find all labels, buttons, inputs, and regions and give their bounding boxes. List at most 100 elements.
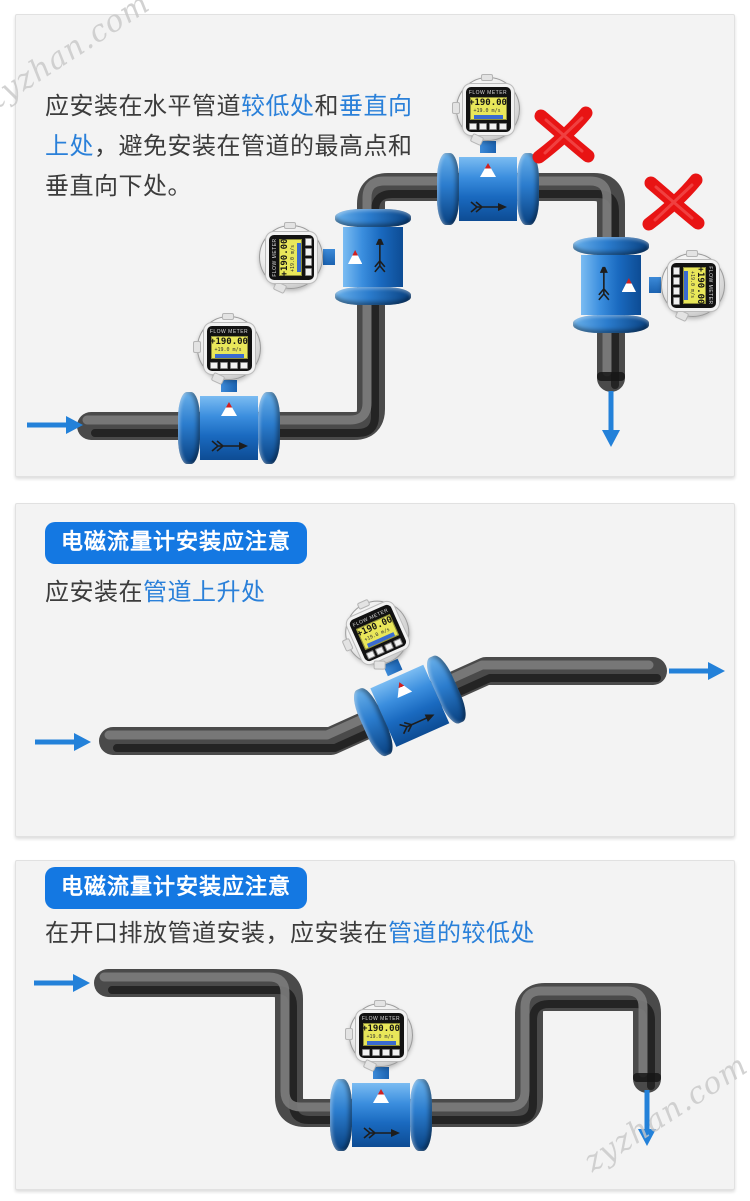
meter-tab xyxy=(345,1028,353,1040)
warning-triangle-icon xyxy=(392,679,412,698)
meter-body xyxy=(573,237,649,333)
meter-lcd: +190.00 +19.0 m/s xyxy=(682,266,706,304)
meter-display-head: FLOW METER +190.00 +19.0 m/s xyxy=(259,222,323,295)
meter-buttons xyxy=(362,1048,400,1056)
pipe-diagram xyxy=(77,173,625,440)
notice-badge: 电磁流量计安装应注意 xyxy=(45,522,308,564)
meter-tab xyxy=(374,1000,386,1007)
flow-out-arrow-icon xyxy=(602,391,620,447)
flow-out-arrow-icon xyxy=(638,1090,656,1146)
meter-brand-label: FLOW METER xyxy=(706,265,713,305)
flow-direction-arrow-icon xyxy=(598,267,610,301)
meter-tube xyxy=(459,157,517,221)
meter-body xyxy=(348,652,472,760)
meter-flange xyxy=(573,315,649,333)
meter-brand-label: FLOW METER xyxy=(361,1015,401,1022)
meter-face: FLOW METER +190.00 +19.0 m/s xyxy=(206,325,252,371)
lcd-subreading: +19.0 m/s xyxy=(214,346,242,353)
meter-neck xyxy=(323,249,335,265)
meter-brand-label: FLOW METER xyxy=(468,89,508,96)
meter-tab xyxy=(452,102,460,114)
meter-flange xyxy=(258,392,280,464)
lcd-strip xyxy=(473,114,503,119)
meter-display-head: FLOW METER +190.00 +19.0 m/s xyxy=(661,250,725,323)
lcd-strip xyxy=(683,270,688,300)
flow-out-arrow-icon xyxy=(669,662,725,680)
lcd-reading: +190.00 xyxy=(469,97,507,108)
lcd-subreading: +19.0 m/s xyxy=(688,270,695,298)
lcd-strip xyxy=(296,242,301,272)
wrong-x-icon xyxy=(532,106,595,164)
flow-meter-highest-point: FLOW METER +190.00 +19.0 m/s xyxy=(437,74,539,225)
meter-lcd: +190.00 +19.0 m/s xyxy=(210,335,248,359)
meter-tab xyxy=(284,222,296,229)
meter-face: FLOW METER +190.00 +19.0 m/s xyxy=(465,86,511,132)
panel-horizontal-install: 应安装在水平管道较低处和垂直向 上处，避免安装在管道的最高点和 垂直向下处。 F… xyxy=(15,14,735,477)
instruction-subtitle: 应安装在管道上升处 xyxy=(45,579,266,606)
lcd-reading: +190.00 xyxy=(279,238,290,276)
lcd-strip xyxy=(366,1040,396,1045)
meter-face: FLOW METER +190.00 +19.0 m/s xyxy=(268,234,314,280)
lcd-subreading: +19.0 m/s xyxy=(289,244,296,272)
meter-tab xyxy=(373,660,386,670)
meter-tab xyxy=(686,250,698,257)
meter-neck xyxy=(373,1067,389,1079)
meter-lcd: +190.00 +19.0 m/s xyxy=(362,1022,400,1046)
meter-face: FLOW METER +190.00 +19.0 m/s xyxy=(347,603,407,663)
warning-triangle-icon xyxy=(348,250,363,264)
flow-meter-low-section: FLOW METER +190.00 +19.0 m/s xyxy=(330,1000,432,1151)
meter-display-head: FLOW METER +190.00 +19.0 m/s xyxy=(452,74,520,147)
meter-tab xyxy=(222,313,234,320)
meter-tab xyxy=(481,74,493,81)
lcd-strip xyxy=(214,353,244,358)
paragraph-line: 应安装在水平管道较低处和垂直向 xyxy=(45,93,413,120)
meter-flange xyxy=(517,153,539,225)
meter-tube xyxy=(343,227,403,287)
meter-body xyxy=(330,1079,432,1151)
pipe-diagram xyxy=(94,969,661,1127)
pipe-open-end xyxy=(633,1073,661,1082)
meter-display-head: FLOW METER +190.00 +19.0 m/s xyxy=(193,313,261,386)
flow-in-arrow-icon xyxy=(35,733,91,751)
meter-buttons xyxy=(672,266,680,304)
meter-tab xyxy=(674,308,690,323)
paragraph-line: 上处，避免安装在管道的最高点和 xyxy=(45,133,413,160)
warning-triangle-icon xyxy=(221,402,237,416)
meter-buttons xyxy=(469,122,507,130)
meter-body xyxy=(178,392,280,464)
instruction-paragraph: 应安装在水平管道较低处和垂直向 上处，避免安装在管道的最高点和 垂直向下处。 xyxy=(45,87,413,207)
meter-tube xyxy=(200,396,258,460)
meter-tab xyxy=(193,341,201,353)
lcd-reading: +190.00 xyxy=(210,336,248,347)
meter-flange xyxy=(178,392,200,464)
meter-neck xyxy=(221,380,237,392)
meter-flange xyxy=(330,1079,352,1151)
meter-flange xyxy=(573,237,649,255)
meter-flange xyxy=(335,209,411,227)
meter-neck xyxy=(480,141,496,153)
meter-tube xyxy=(352,1083,410,1147)
meter-face: FLOW METER +190.00 +19.0 m/s xyxy=(670,262,716,308)
meter-lcd: +190.00 +19.0 m/s xyxy=(278,238,302,276)
flow-meter-vertical-up: FLOW METER +190.00 +19.0 m/s xyxy=(259,209,411,305)
flow-in-arrow-icon xyxy=(34,974,90,992)
flow-direction-arrow-icon xyxy=(363,1127,400,1139)
wrong-x-icon xyxy=(642,173,705,231)
flow-direction-arrow-icon xyxy=(399,714,435,735)
lcd-reading: +190.00 xyxy=(694,266,705,304)
panel-open-discharge: 电磁流量计安装应注意 在开口排放管道安装，应安装在管道的较低处 FLOW MET… xyxy=(15,860,735,1190)
meter-flange xyxy=(410,1079,432,1151)
notice-badge: 电磁流量计安装应注意 xyxy=(45,867,308,909)
flow-meter-low-horizontal: FLOW METER +190.00 +19.0 m/s xyxy=(178,313,280,464)
warning-triangle-icon xyxy=(480,163,496,177)
meter-brand-label: FLOW METER xyxy=(209,328,249,335)
meter-flange xyxy=(335,287,411,305)
paragraph-line: 垂直向下处。 xyxy=(45,173,192,200)
meter-body xyxy=(437,153,539,225)
meter-neck xyxy=(649,277,661,293)
meter-flange xyxy=(437,153,459,225)
meter-tab xyxy=(341,637,354,652)
meter-face: FLOW METER +190.00 +19.0 m/s xyxy=(358,1012,404,1058)
meter-brand-label: FLOW METER xyxy=(271,237,278,277)
